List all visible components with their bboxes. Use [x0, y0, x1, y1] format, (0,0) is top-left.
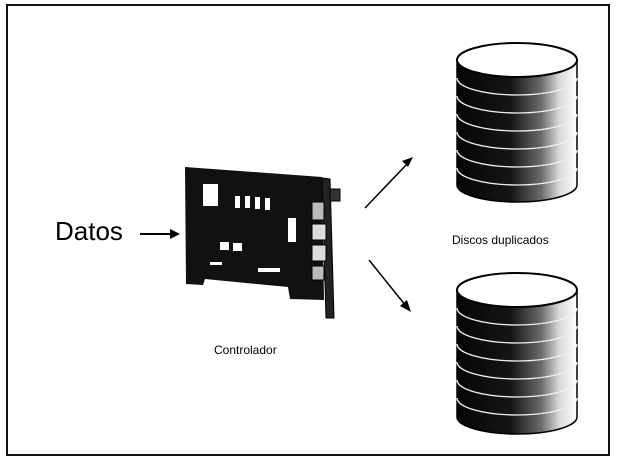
arrow-to-bottom-disk — [368, 259, 411, 312]
input-label: Datos — [55, 216, 123, 246]
arrow-to-top-disk — [364, 157, 413, 209]
controller-label: Controlador — [214, 343, 277, 357]
disk-stack-icon — [456, 42, 578, 203]
disk-stack-icon — [456, 272, 578, 435]
controller-card-icon — [185, 167, 341, 319]
input-arrow — [140, 229, 180, 239]
disks-label: Discos duplicados — [452, 233, 549, 247]
